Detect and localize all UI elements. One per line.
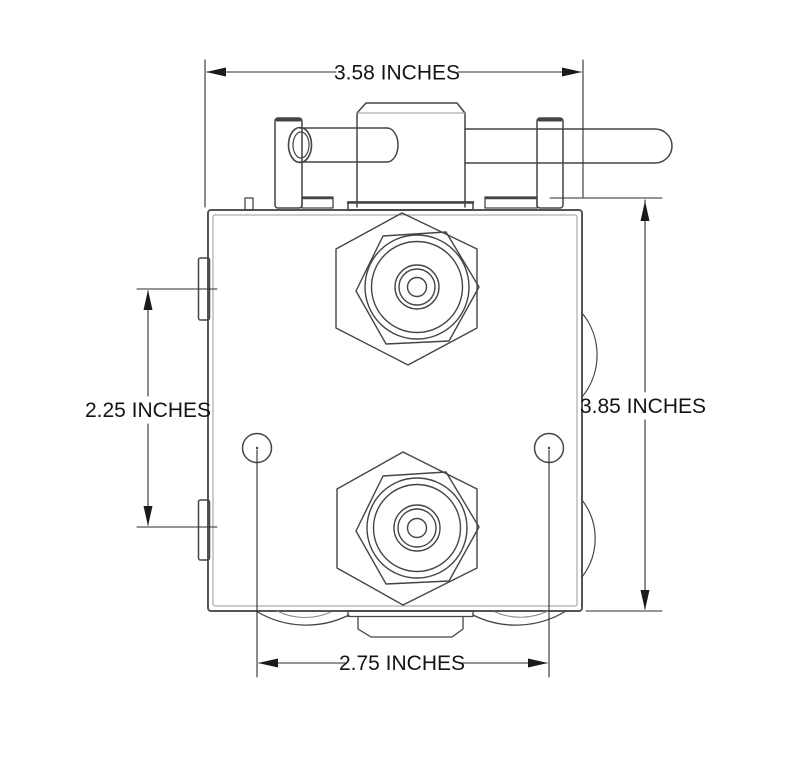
- width-dimension-label: 3.58 INCHES: [334, 62, 460, 85]
- top-hex-outer: [335, 212, 478, 366]
- small-top-tab: [244, 197, 254, 211]
- main-block-inner-edge: [212, 214, 578, 607]
- top-port-circle-2: [370, 240, 464, 334]
- tube-open-end-inner: [292, 131, 310, 159]
- bottom-port-circle-2: [372, 483, 462, 573]
- bottom-port-circle-1: [366, 477, 468, 579]
- side-arrow-top: [143, 290, 153, 310]
- bottom-port-center-hole: [406, 517, 428, 539]
- bottom-hex-nut: [355, 471, 480, 585]
- bottom-port-fitting: [336, 451, 480, 606]
- side-tab-lower: [197, 499, 211, 561]
- side-dimension-label: 2.25 INCHES: [85, 399, 211, 422]
- right-boss-upper: [581, 312, 598, 398]
- dimension-hole-spacing: 2.75 INCHES: [256, 449, 550, 678]
- right-boss-upper-arc: [581, 312, 598, 398]
- height-arrow-top: [640, 201, 650, 221]
- top-port-fitting: [335, 212, 480, 366]
- tube-left-end-cap: [386, 127, 399, 163]
- top-port-circle-1: [364, 234, 470, 340]
- bottom-port-circle-4: [397, 508, 437, 548]
- bottom-tab: [347, 610, 474, 638]
- bottom-tab-body: [357, 615, 464, 638]
- mounting-hole-right-center: [547, 446, 551, 450]
- hole-arrow-right: [528, 658, 548, 668]
- top-port-circle-3: [394, 264, 440, 310]
- left-foot-outer-arc: [255, 610, 350, 626]
- height-arrow-bottom: [640, 590, 650, 610]
- main-block-outer-edge: [207, 209, 583, 612]
- top-port-center-hole: [406, 276, 428, 298]
- solenoid-body-outline: [356, 102, 466, 208]
- right-boss-lower: [581, 499, 596, 578]
- dimension-overall-width: 3.58 INCHES: [204, 59, 584, 208]
- dimension-side-tab-spacing: 2.25 INCHES: [85, 288, 218, 528]
- tube-open-end-outer: [287, 126, 313, 164]
- main-block: [207, 209, 583, 612]
- top-port-circle-4: [398, 268, 436, 306]
- hole-dimension-label: 2.75 INCHES: [339, 652, 465, 675]
- side-arrow-bottom: [143, 506, 153, 526]
- right-boss-lower-arc: [581, 499, 596, 578]
- bottom-tab-flange: [347, 610, 474, 618]
- width-arrow-left: [206, 67, 226, 77]
- dimension-overall-height: 3.85 INCHES: [549, 197, 706, 612]
- right-foot-outer-arc: [472, 610, 567, 626]
- bottom-hex-outer: [336, 451, 478, 606]
- top-assembly: [244, 102, 673, 211]
- bottom-port-circle-3: [393, 504, 441, 552]
- top-hex-nut: [355, 231, 480, 345]
- height-dimension-label: 3.85 INCHES: [580, 395, 706, 418]
- right-foot-inner-arc: [494, 610, 549, 618]
- hole-arrow-left: [258, 658, 278, 668]
- tube-right-end-cap: [654, 128, 673, 164]
- bottom-feet: [255, 610, 567, 626]
- width-arrow-right: [562, 67, 582, 77]
- left-foot-inner-arc: [276, 610, 332, 618]
- side-tab-lower-outline: [197, 499, 211, 561]
- mounting-hole-left-center: [255, 446, 259, 450]
